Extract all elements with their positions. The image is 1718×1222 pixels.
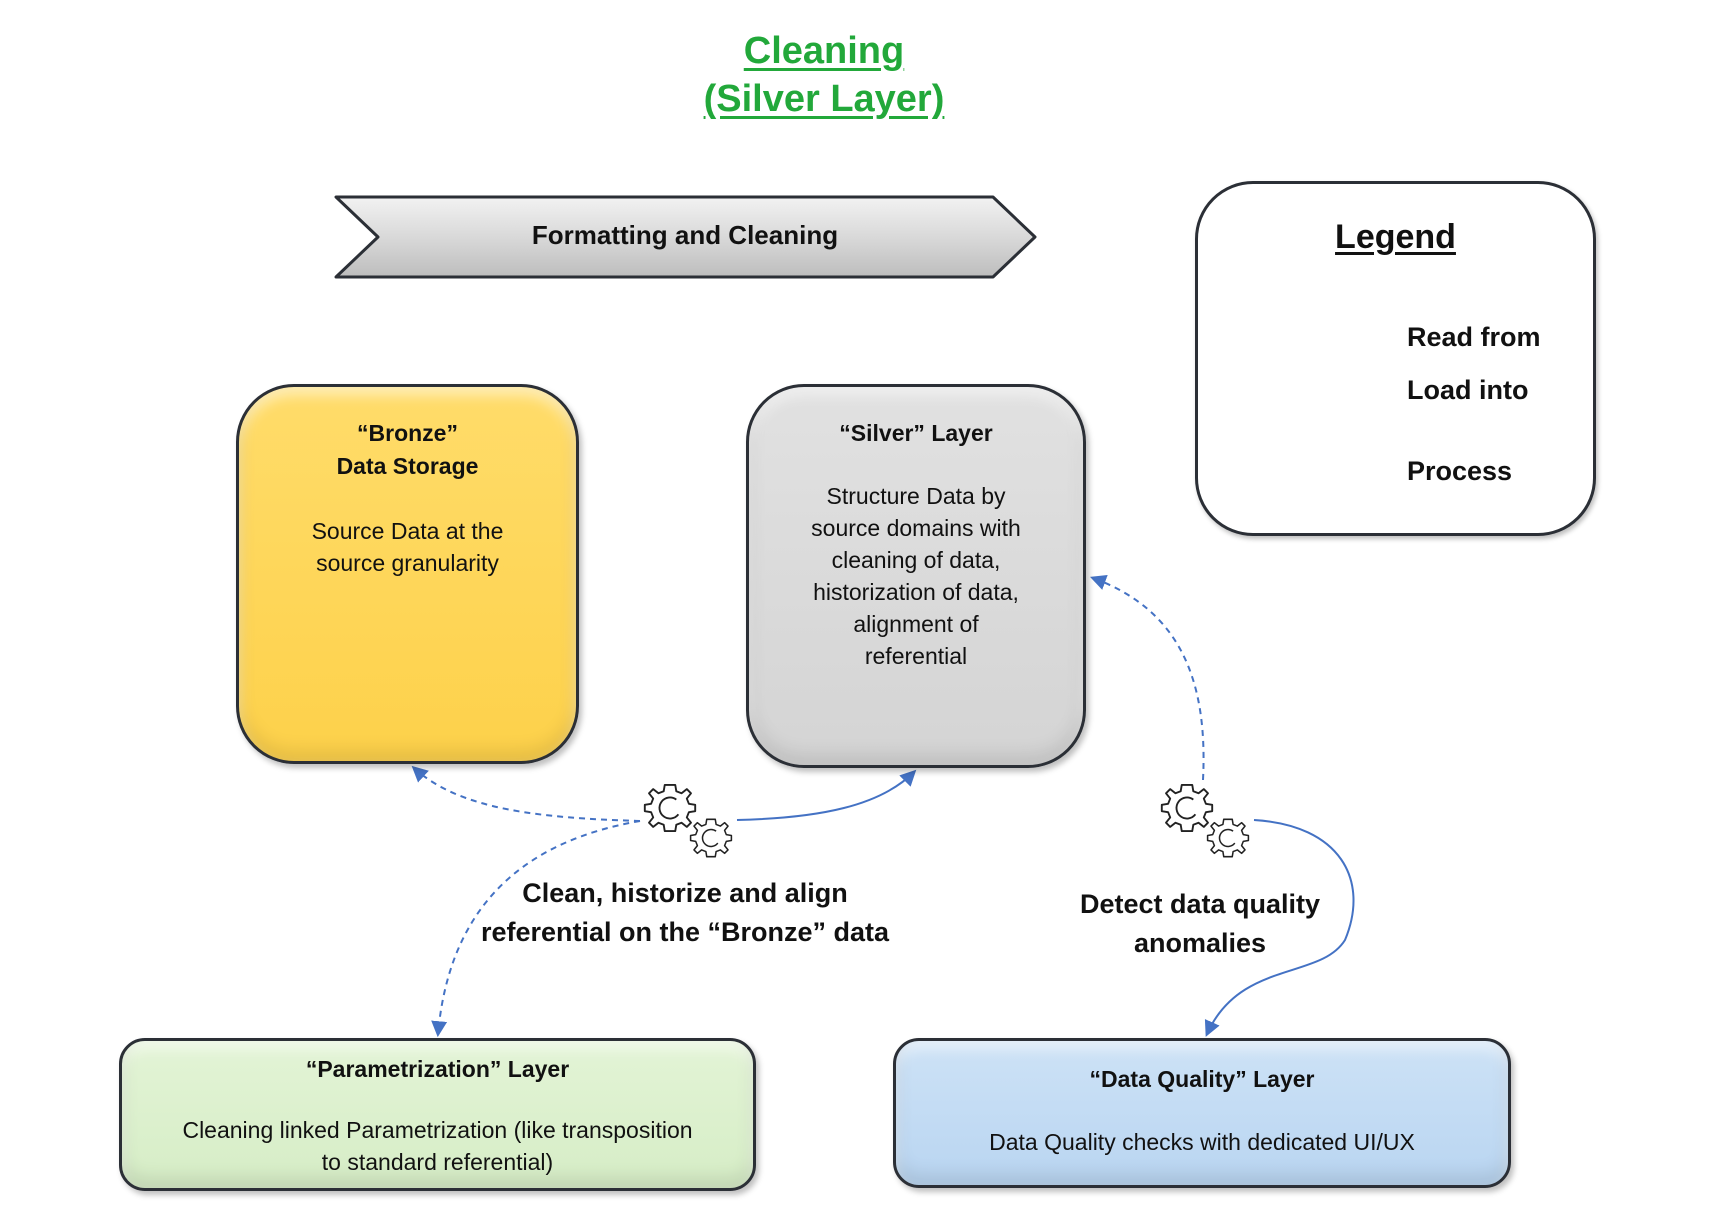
- legend-label-read-from: Read from: [1407, 322, 1541, 352]
- page-title-line-1: Cleaning: [743, 30, 905, 72]
- bronze-data-storage-box: “Bronze” Data Storage Source Data at the…: [236, 384, 579, 764]
- data-quality-body-line: Data Quality checks with dedicated UI/UX: [989, 1129, 1415, 1155]
- detect-caption: Detect data quality anomalies: [1050, 885, 1350, 963]
- page-title-line-2: (Silver Layer): [703, 78, 945, 120]
- data-quality-title: “Data Quality” Layer: [1089, 1066, 1315, 1092]
- bronze-title-line-1: “Bronze”: [357, 420, 458, 446]
- silver-body-line: source domains with: [811, 515, 1021, 541]
- clean-process-gears-icon: [643, 783, 733, 858]
- parametrization-body-line: to standard referential): [321, 1149, 554, 1175]
- silver-body-line: historization of data,: [813, 579, 1019, 605]
- parametrization-title: “Parametrization” Layer: [305, 1056, 570, 1082]
- detect-caption-line: anomalies: [1133, 928, 1267, 958]
- read-from-silver-arrow: [1089, 574, 1205, 781]
- load-into-data-quality-arrow: [1204, 819, 1355, 1037]
- legend-label-process: Process: [1407, 456, 1513, 486]
- banner-label: Formatting and Cleaning: [531, 220, 839, 250]
- detect-caption-line: Detect data quality: [1079, 889, 1321, 919]
- detect-process-gears-icon: [1160, 783, 1250, 858]
- parametrization-layer-box: “Parametrization” Layer Cleaning linked …: [119, 1038, 756, 1191]
- silver-body-line: Structure Data by: [826, 483, 1006, 509]
- silver-body-line: referential: [864, 643, 968, 669]
- data-quality-layer-box: “Data Quality” Layer Data Quality checks…: [893, 1038, 1511, 1188]
- silver-body-line: alignment of: [853, 611, 979, 637]
- bronze-body-line: source granularity: [316, 550, 499, 576]
- bronze-title-line-2: Data Storage: [336, 453, 479, 479]
- silver-layer-box: “Silver” Layer Structure Data by source …: [746, 384, 1086, 768]
- legend: [1195, 181, 1596, 536]
- silver-title: “Silver” Layer: [839, 420, 993, 446]
- formatting-banner: [334, 195, 1037, 279]
- read-from-bronze-arrow: [411, 765, 641, 822]
- parametrization-body-line: Cleaning linked Parametrization (like tr…: [182, 1117, 693, 1143]
- clean-caption-line: Clean, historize and align: [522, 878, 848, 908]
- clean-caption-line: referential on the “Bronze” data: [480, 917, 890, 947]
- load-into-silver-arrow: [736, 769, 917, 821]
- silver-body-line: cleaning of data,: [831, 547, 1001, 573]
- bronze-body-line: Source Data at the: [311, 518, 504, 544]
- clean-caption: Clean, historize and align referential o…: [455, 874, 915, 952]
- legend-title: Legend: [1335, 218, 1456, 256]
- legend-label-load-into: Load into: [1407, 375, 1529, 405]
